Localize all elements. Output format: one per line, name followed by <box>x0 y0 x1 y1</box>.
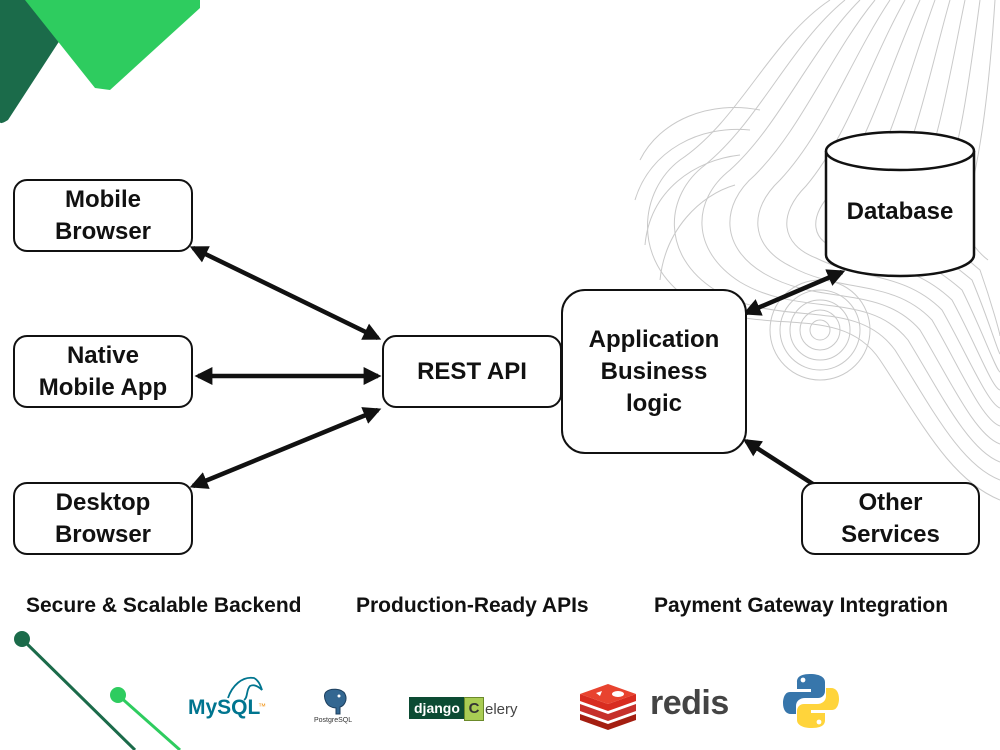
node-application-business-logic-label: Application Business logic <box>588 325 720 417</box>
redis-cube-icon <box>580 684 636 730</box>
redis-logo-text: redis <box>650 684 729 722</box>
mysql-dolphin-icon <box>227 676 263 701</box>
node-mobile-browser: Mobile Browser <box>13 179 193 252</box>
celery-logo-text: elery <box>485 701 518 718</box>
celery-logo-initial: C <box>464 697 484 721</box>
corner-decoration-top-left <box>0 0 200 124</box>
postgresql-logo: PostgreSQL <box>312 688 362 728</box>
postgresql-logo-text: PostgreSQL <box>314 717 353 724</box>
node-other-services-label: Other Services <box>841 488 940 548</box>
arrow-app-logic-other-services <box>742 439 818 488</box>
node-native-mobile-app: Native Mobile App <box>13 335 193 408</box>
node-other-services: Other Services <box>801 482 980 555</box>
feature-secure-scalable-backend: Secure & Scalable Backend <box>26 594 302 617</box>
mysql-logo-text: MySQL <box>188 696 261 719</box>
node-desktop-browser: Desktop Browser <box>13 482 193 555</box>
node-native-mobile-app-label: Native Mobile App <box>38 341 168 401</box>
arrow-desktop-browser-rest-api <box>189 407 382 489</box>
redis-logo: redis <box>578 684 738 730</box>
python-logo-icon <box>783 674 839 728</box>
node-desktop-browser-label: Desktop Browser <box>54 488 152 548</box>
node-database-cylinder <box>824 130 976 278</box>
node-rest-api: REST API <box>382 335 562 408</box>
node-database-label: Database <box>846 198 954 225</box>
node-application-business-logic: Application Business logic <box>561 289 747 454</box>
mysql-logo-trademark: ™ <box>258 702 266 711</box>
node-mobile-browser-label: Mobile Browser <box>54 185 152 245</box>
django-logo-text: django <box>409 697 465 719</box>
feature-production-ready-apis: Production-Ready APIs <box>356 594 589 617</box>
node-rest-api-label: REST API <box>417 357 527 385</box>
feature-payment-gateway-integration: Payment Gateway Integration <box>654 594 949 617</box>
postgresql-elephant-icon <box>324 688 347 715</box>
django-celery-logo: django C elery <box>409 697 529 727</box>
arrow-app-logic-database <box>742 269 846 316</box>
corner-decoration-bottom-left <box>14 631 181 750</box>
arrow-mobile-browser-rest-api <box>189 245 382 341</box>
mysql-logo: MySQL ™ <box>188 672 278 722</box>
